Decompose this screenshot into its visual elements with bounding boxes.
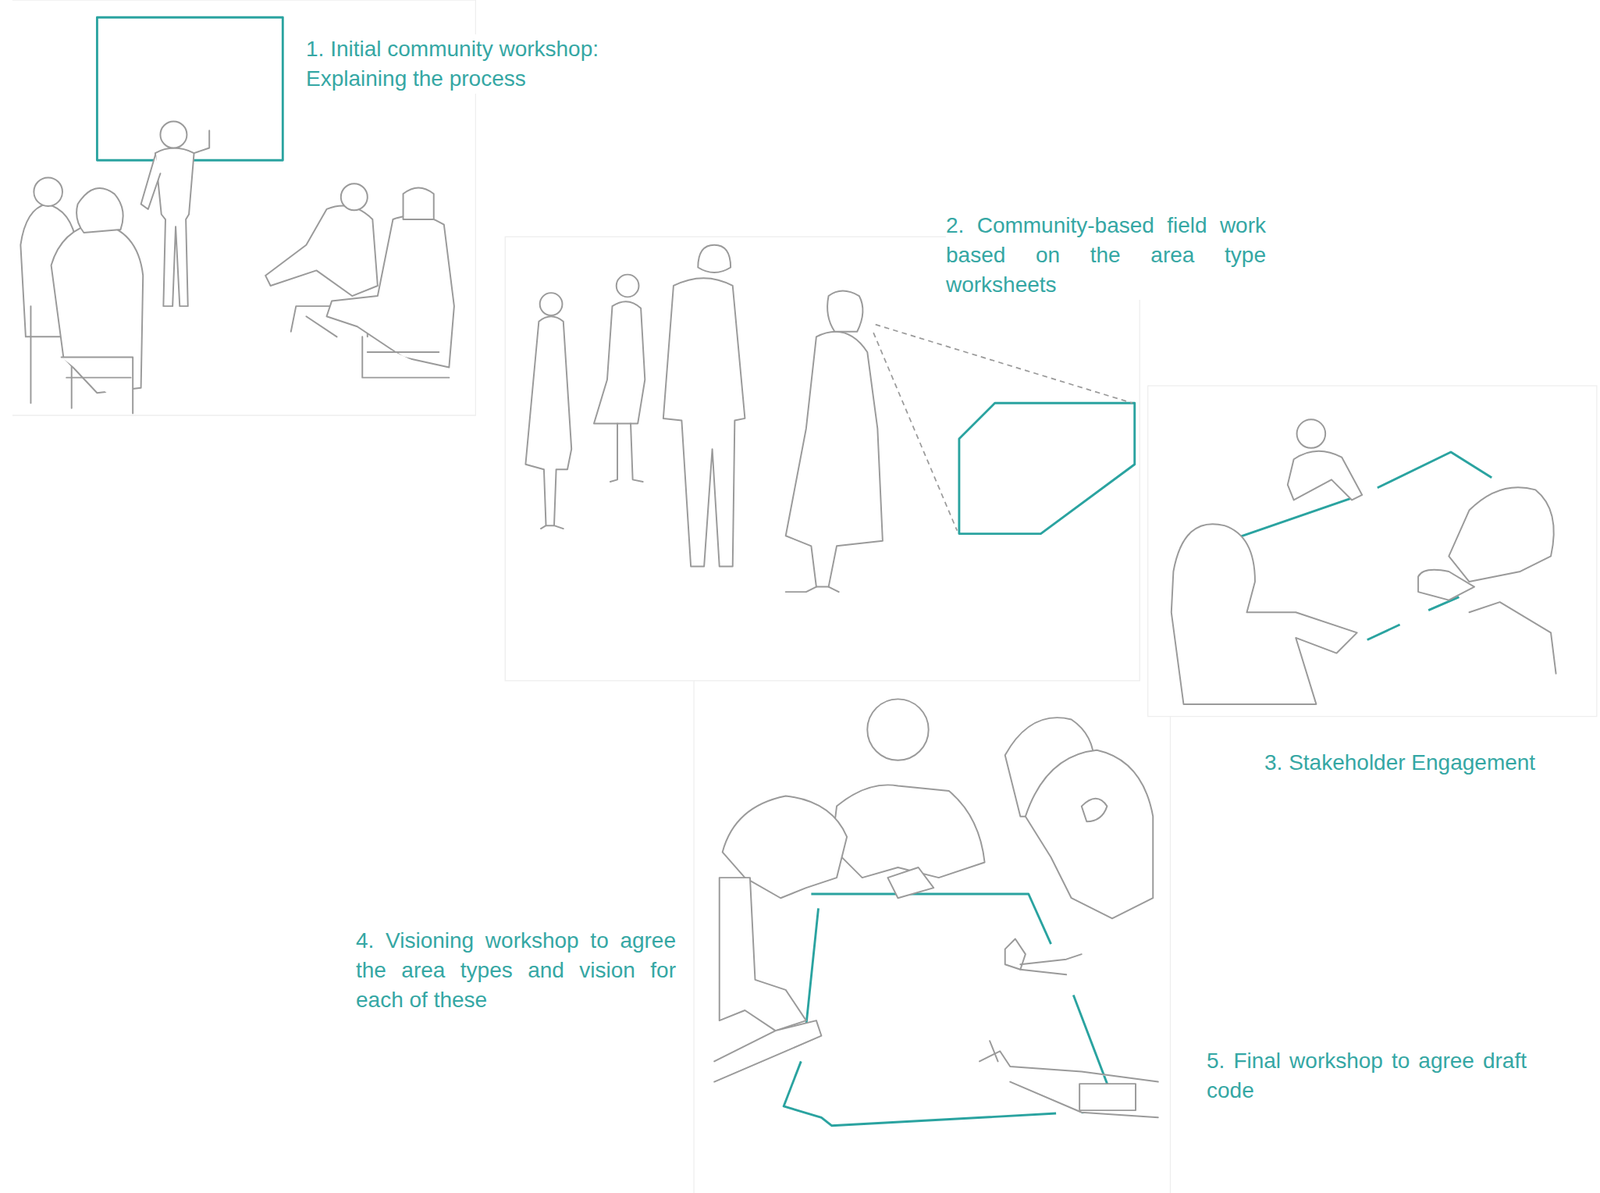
workshop-person bbox=[832, 698, 985, 898]
presenter bbox=[141, 121, 210, 307]
step-caption: 1. Initial community workshop: Explainin… bbox=[305, 34, 650, 94]
field-person bbox=[593, 274, 645, 482]
panel-frame bbox=[504, 236, 1140, 681]
step-caption: 3. Stakeholder Engagement bbox=[1264, 747, 1536, 778]
panel-frame bbox=[693, 680, 1170, 1193]
step-caption: 2. Community-based field work based on t… bbox=[945, 210, 1266, 300]
workshop-person bbox=[714, 796, 847, 1082]
leader-dash bbox=[873, 324, 1133, 531]
audience-person bbox=[265, 183, 455, 377]
table-outline bbox=[783, 893, 1117, 1126]
stakeholder bbox=[1171, 523, 1358, 704]
site-shape bbox=[959, 402, 1135, 534]
field-person bbox=[663, 245, 746, 567]
audience-person bbox=[20, 177, 143, 413]
screen bbox=[96, 17, 283, 160]
field-person bbox=[525, 292, 572, 529]
panel-frame bbox=[1148, 385, 1597, 717]
step-caption: 5. Final workshop to agree draft code bbox=[1206, 1045, 1527, 1106]
workshop-person bbox=[1005, 717, 1154, 918]
stakeholder bbox=[1287, 419, 1362, 500]
field-person bbox=[785, 291, 883, 593]
workshop-person bbox=[979, 938, 1159, 1118]
step-caption: 4. Visioning workshop to agree the area … bbox=[355, 925, 676, 1015]
stakeholder bbox=[1418, 487, 1556, 674]
